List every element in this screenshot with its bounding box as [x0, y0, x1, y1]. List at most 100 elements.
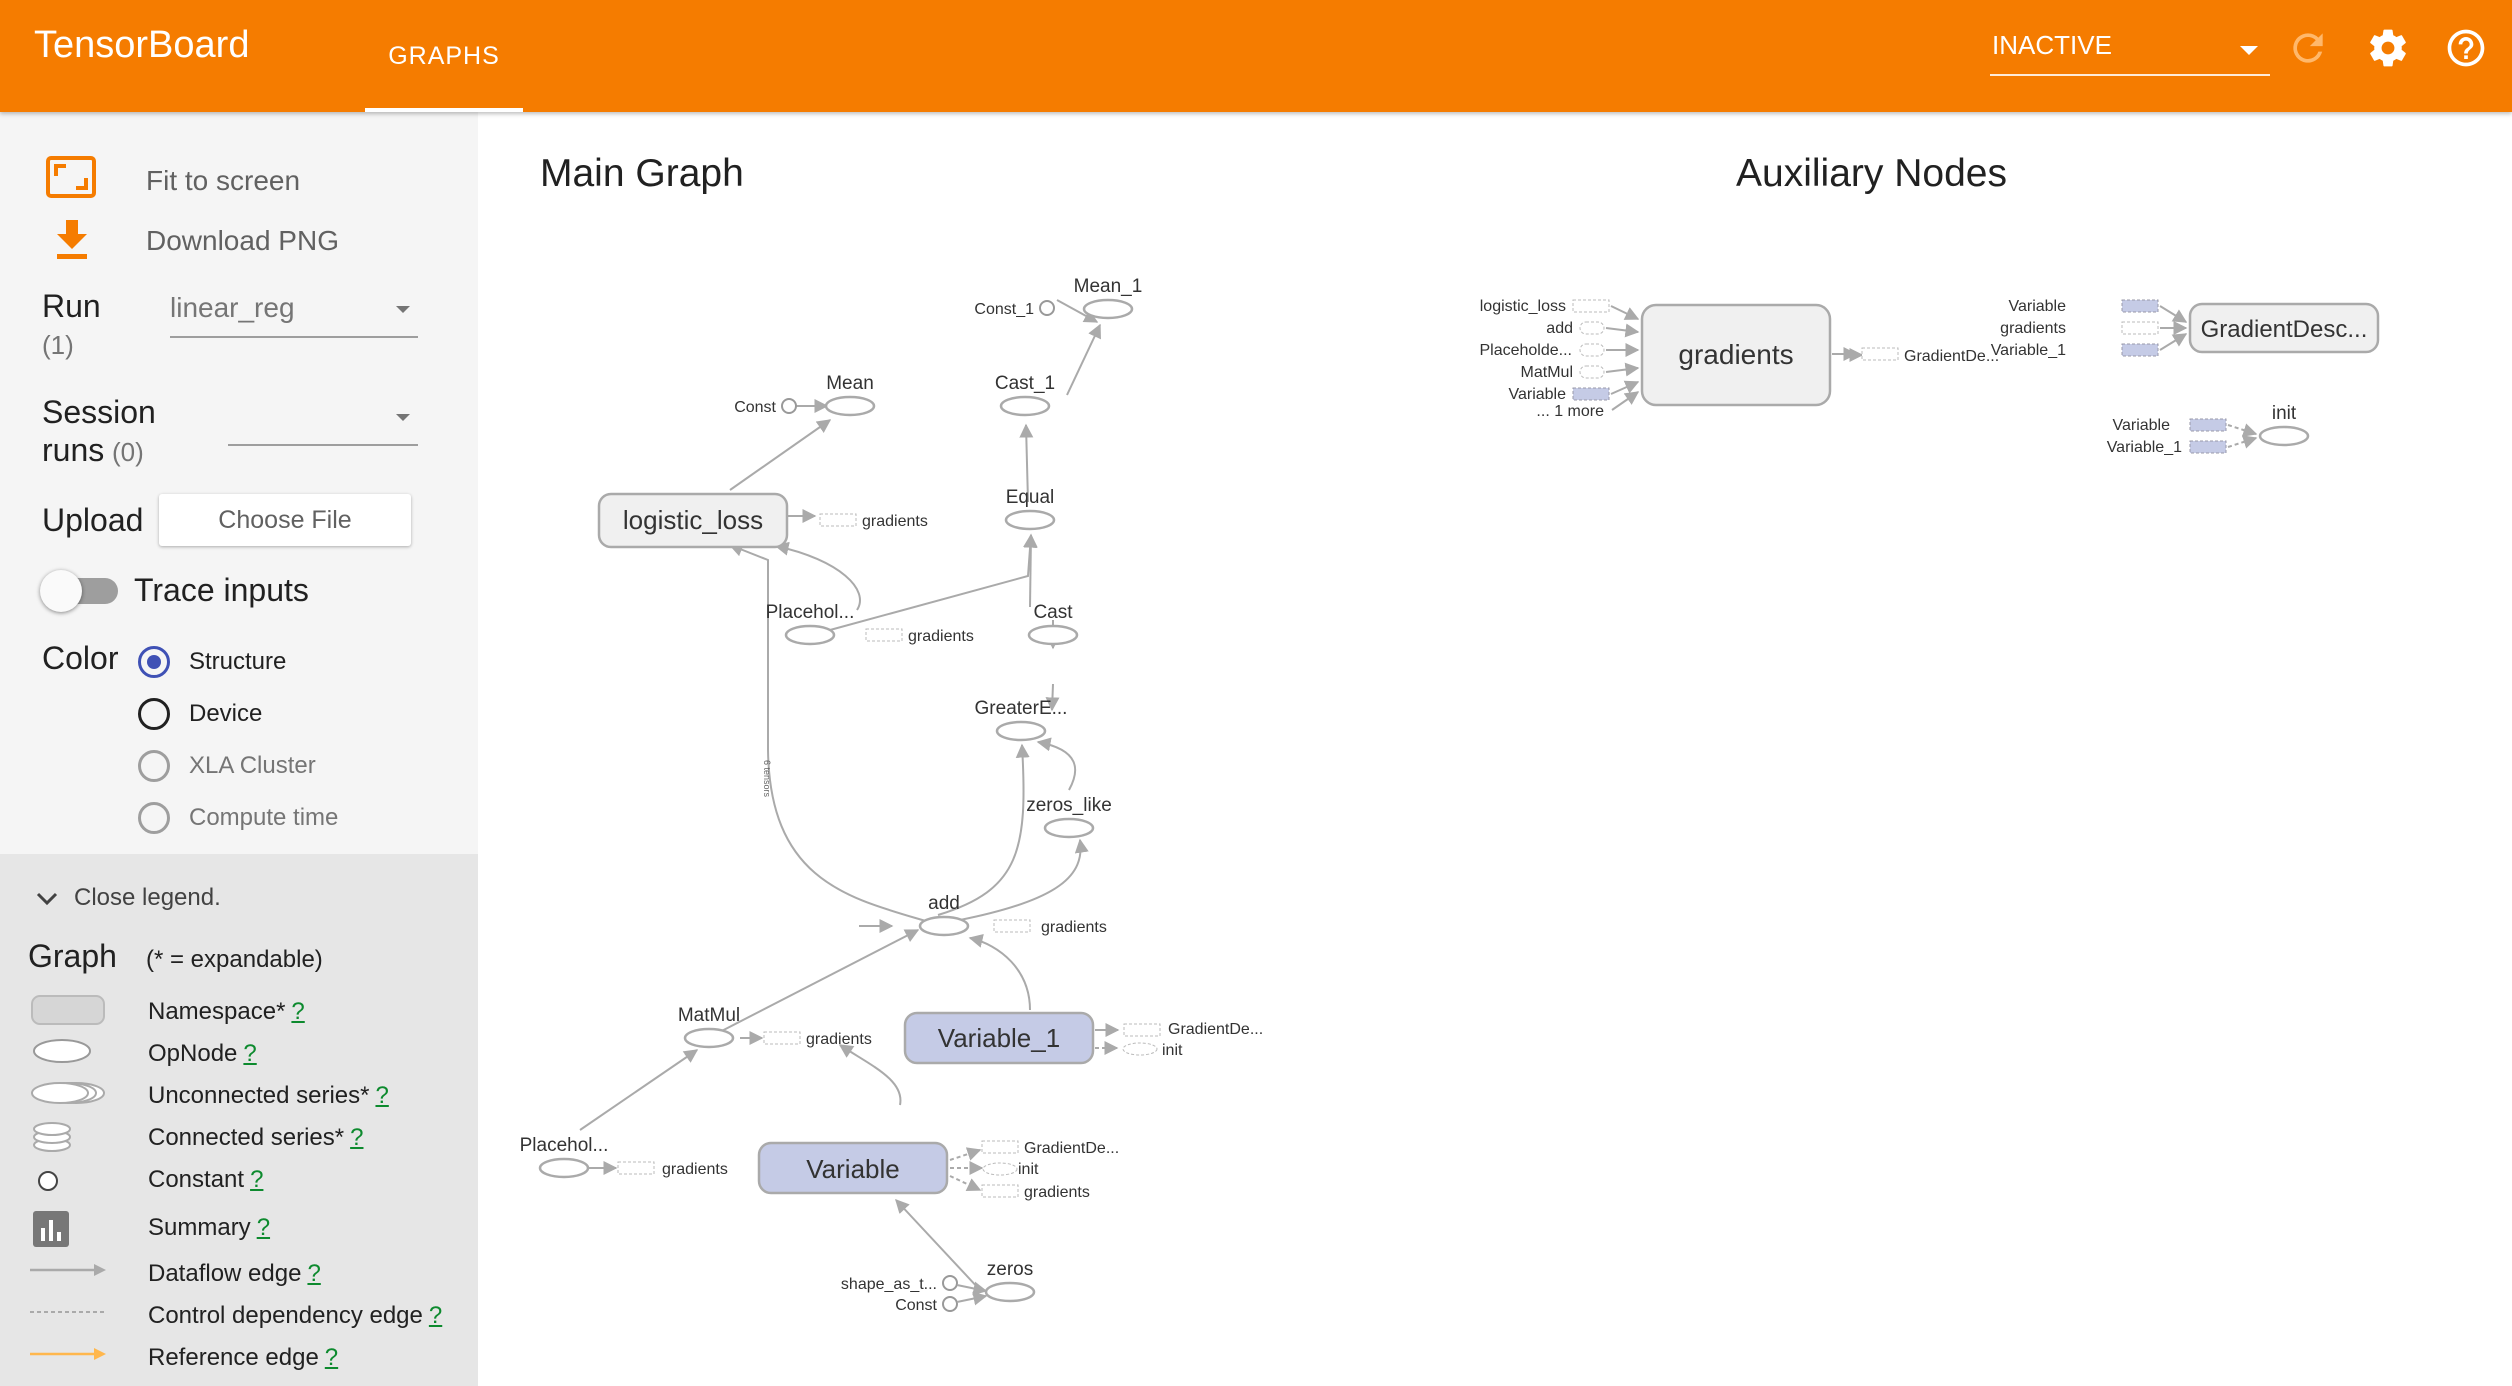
op-node-zeros[interactable]: zeros	[984, 1259, 1036, 1303]
color-xla-cluster-radio[interactable]	[138, 750, 170, 782]
aux-node-init-shape	[2258, 425, 2310, 447]
graph-controls: Fit to screen Download PNG Run (1) linea…	[0, 112, 478, 854]
legend-reference-edge-help-link[interactable]: ?	[324, 1344, 339, 1371]
chevron-down-icon	[2240, 46, 2258, 55]
run-dropdown[interactable]: linear_reg	[170, 288, 418, 338]
namespace-variable-1[interactable]: Variable_1	[903, 1011, 1095, 1065]
color-structure-radio[interactable]	[138, 646, 170, 678]
stub-init-variable-1[interactable]: init	[1122, 1042, 1183, 1059]
aux-gradients-input-edge-2	[1605, 323, 1640, 338]
edges	[579, 299, 1864, 1291]
fit-to-screen-icon[interactable]	[46, 156, 96, 198]
aux-gradients-input-stubs	[1572, 299, 1610, 401]
op-node-mean[interactable]: Mean	[824, 373, 876, 417]
aux-gradients-input-label-1: logistic_loss	[1480, 298, 1566, 315]
download-png-button[interactable]: Download PNG	[146, 225, 339, 256]
download-icon[interactable]	[54, 218, 90, 260]
const-node-const-bottom[interactable]: Const	[895, 1296, 958, 1314]
settings-icon[interactable]	[2366, 26, 2410, 70]
legend-opnode-help-link[interactable]: ?	[243, 1040, 257, 1067]
stub-gradient-de-variable[interactable]: GradientDe...	[981, 1140, 1119, 1157]
namespace-variable-1-label: Variable_1	[938, 1023, 1060, 1053]
choose-file-button[interactable]: Choose File	[159, 494, 411, 546]
legend-control-dependency-edge-help-link[interactable]: ?	[428, 1302, 443, 1329]
color-compute-time-radio[interactable]	[138, 802, 170, 834]
trace-inputs-toggle-knob[interactable]	[40, 570, 82, 612]
color-device-radio[interactable]	[138, 698, 170, 730]
legend-dataflow-edge-help-link[interactable]: ?	[307, 1260, 321, 1287]
op-node-add[interactable]: add	[918, 893, 970, 937]
const-node-shape-as-tensor[interactable]: shape_as_t...	[841, 1275, 958, 1293]
namespace-logistic-loss[interactable]: logistic_loss	[597, 492, 789, 549]
stub-gradients-matmul[interactable]: gradients	[763, 1031, 872, 1048]
legend-summary-help-link[interactable]: ?	[256, 1214, 271, 1241]
aux-gradients-input-label-4: MatMul	[1521, 364, 1573, 381]
const-node-const-top-label: Const	[734, 399, 776, 416]
aux-gradients-input-stub-3	[1579, 343, 1605, 357]
op-node-zeros-like[interactable]: zeros_like	[1026, 795, 1112, 839]
op-node-cast[interactable]: Cast	[1027, 602, 1079, 646]
op-node-placeholder-top[interactable]: Placehol...	[766, 602, 855, 646]
close-legend-button[interactable]: Close legend.	[74, 884, 221, 911]
op-node-cast-1[interactable]: Cast_1	[995, 373, 1055, 417]
aux-stubs: gradients gradients gradients gradients …	[617, 513, 1263, 1201]
run-count: (1)	[42, 330, 74, 360]
stub-gradients-add[interactable]: gradients	[993, 919, 1107, 936]
op-node-equal[interactable]: Equal	[1004, 487, 1056, 531]
stub-gradients-placeholder-bottom[interactable]: gradients	[617, 1161, 728, 1178]
op-node-equal-label: Equal	[1006, 487, 1055, 508]
legend-connected-series-help-link[interactable]: ?	[350, 1124, 364, 1151]
color-structure-label[interactable]: Structure	[189, 648, 287, 675]
color-label: Color	[42, 640, 119, 676]
aux-node-gradients[interactable]: gradients	[1640, 303, 1832, 407]
aux-gradients-inputs: logistic_loss add Placeholde... MatMul V…	[1479, 298, 1604, 420]
active-dashboard-select[interactable]: INACTIVE	[1990, 28, 2270, 76]
op-node-cast-1-shape	[999, 395, 1051, 417]
aux-gradients-input-edge-4	[1605, 362, 1640, 377]
legend-constant-help-link[interactable]: ?	[250, 1166, 264, 1193]
op-node-mean-1[interactable]: Mean_1	[1074, 276, 1143, 320]
op-node-placeholder-bottom[interactable]: Placehol...	[520, 1135, 609, 1179]
legend-control-dependency-edge-text: Control dependency edge	[148, 1302, 423, 1329]
help-icon[interactable]	[2444, 26, 2488, 70]
namespace-variable-1-shape	[903, 1011, 1095, 1065]
refresh-icon[interactable]	[2286, 26, 2330, 70]
stub-gradient-de-variable-label: GradientDe...	[1024, 1140, 1119, 1157]
aux-node-init[interactable]: init	[2258, 403, 2310, 447]
session-runs-dropdown[interactable]	[228, 396, 418, 446]
session-runs-label: Session	[42, 394, 156, 430]
aux-gradients-input-stub-4	[1579, 365, 1605, 379]
op-node-placeholder-top-label: Placehol...	[766, 602, 855, 623]
color-compute-time-label[interactable]: Compute time	[189, 804, 339, 831]
stub-gradients-logistic-loss[interactable]: gradients	[819, 513, 928, 530]
legend-namespace-text: Namespace*	[148, 998, 286, 1025]
op-node-greater-equal[interactable]: GreaterE...	[975, 698, 1068, 742]
color-xla-cluster-label[interactable]: XLA Cluster	[189, 752, 316, 779]
aux-node-gradient-descent-shape	[2188, 302, 2380, 354]
sidebar: Fit to screen Download PNG Run (1) linea…	[0, 112, 478, 1386]
stub-gradients-placeholder-top[interactable]: gradients	[865, 628, 974, 645]
const-node-const-1[interactable]: Const_1	[974, 300, 1055, 318]
stub-init-variable[interactable]: init	[982, 1161, 1039, 1178]
graph-canvas[interactable]: 6 tensors Mean_1 Const_1 Mean Const Cast…	[478, 112, 2512, 1386]
stub-gradient-de-variable-1[interactable]: GradientDe...	[1123, 1021, 1263, 1038]
legend-namespace-help-link[interactable]: ?	[291, 998, 305, 1025]
legend-reference-edge-text: Reference edge	[148, 1344, 319, 1371]
const-node-const-bottom-label: Const	[895, 1297, 937, 1314]
reference-edge-legend-arrowhead	[94, 1348, 106, 1360]
color-device-label[interactable]: Device	[189, 700, 263, 727]
stub-gradients-variable[interactable]: gradients	[981, 1184, 1090, 1201]
aux-gradients-output-stub[interactable]: GradientDe...	[1861, 347, 1999, 365]
tab-graphs[interactable]: GRAPHS	[365, 0, 523, 112]
fit-to-screen-button[interactable]: Fit to screen	[146, 165, 301, 196]
aux-gradients-input-edges	[1605, 305, 1640, 411]
aux-node-gradient-descent[interactable]: GradientDesc...	[2188, 302, 2380, 354]
namespace-variable[interactable]: Variable	[757, 1141, 949, 1195]
aux-gradients-group: logistic_loss add Placeholde... MatMul V…	[1479, 298, 1999, 420]
aux-gradients-output-stub-shape	[1861, 347, 1899, 361]
legend-unconnected-series-help-link[interactable]: ?	[375, 1082, 389, 1109]
chevron-down-icon[interactable]	[36, 892, 58, 906]
const-node-const-top[interactable]: Const	[734, 398, 797, 416]
op-node-matmul[interactable]: MatMul	[678, 1005, 740, 1049]
aux-gradients-input-stub-5	[1572, 387, 1610, 401]
